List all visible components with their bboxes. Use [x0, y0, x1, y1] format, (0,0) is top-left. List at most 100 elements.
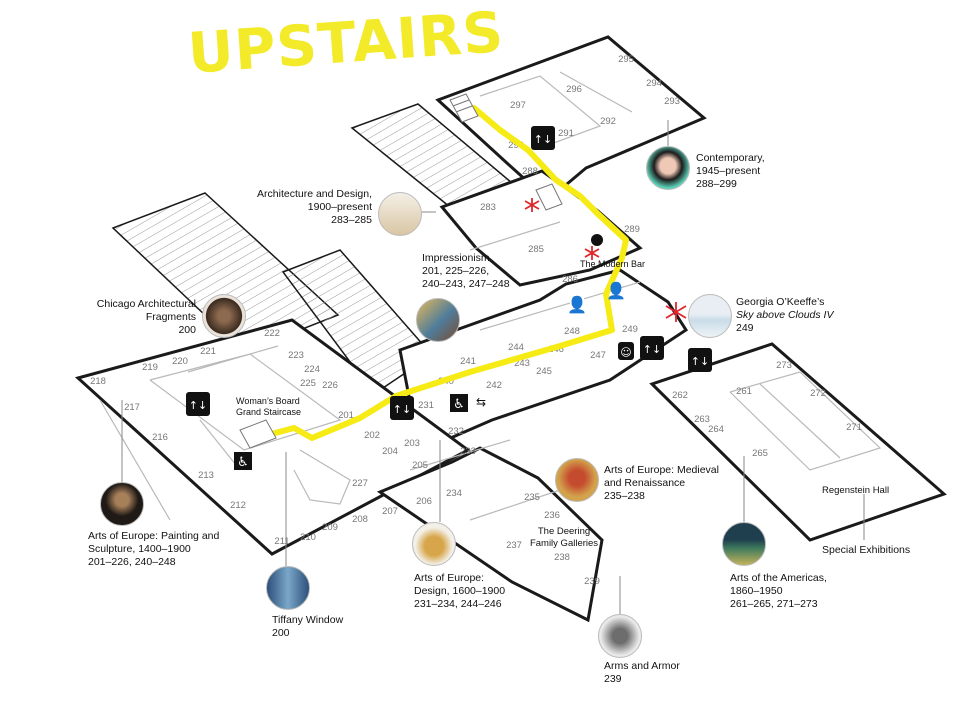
svg-text:↑↓: ↑↓: [189, 399, 207, 412]
room-number: 206: [416, 496, 432, 507]
architecture-chair-thumb[interactable]: [378, 192, 422, 236]
label-staircase: Woman’s Board Grand Staircase: [236, 396, 302, 417]
staircase-icon: [239, 93, 563, 449]
label-okeeffe: Georgia O’Keeffe’s Sky above Clouds IV 2…: [736, 296, 834, 334]
room-number: 213: [198, 470, 214, 481]
room-number: 264: [708, 424, 724, 435]
route-path: [261, 105, 629, 441]
svg-text:↑↓: ↑↓: [643, 343, 661, 356]
room-number: 232: [448, 426, 464, 437]
room-numbers: 2952942932962972922912902892882832852862…: [90, 54, 862, 587]
elevator-icon[interactable]: ↑↓: [688, 348, 712, 372]
painting-thumb[interactable]: [100, 482, 144, 526]
svg-text:♿: ♿: [237, 455, 249, 470]
room-number: 223: [288, 350, 304, 361]
room-number: 218: [90, 376, 106, 387]
room-number: 245: [536, 366, 552, 377]
label-contemporary: Contemporary, 1945–present 288–299: [696, 152, 765, 190]
room-number: 265: [752, 448, 768, 459]
room-number: 242: [486, 380, 502, 391]
room-number: 217: [124, 402, 140, 413]
room-number: 293: [664, 96, 680, 107]
room-number: 290: [508, 140, 524, 151]
label-deering: The Deering Family Galleries: [529, 526, 599, 549]
room-number: 297: [510, 100, 526, 111]
room-number: 211: [274, 536, 289, 547]
room-number: 227: [352, 478, 368, 489]
chicago-fragment-thumb[interactable]: [202, 294, 246, 338]
design-thumb[interactable]: [412, 522, 456, 566]
room-number: 204: [382, 446, 398, 457]
room-number: 296: [566, 84, 582, 95]
room-number: 225: [300, 378, 316, 389]
label-impressionism: Impressionism 201, 225–226, 240–243, 247…: [422, 252, 510, 290]
wheelchair-icon: ♿ ⇆: [450, 394, 486, 412]
svg-text:👤: 👤: [606, 281, 626, 300]
room-number: 203: [404, 438, 420, 449]
room-number: 236: [544, 510, 560, 521]
star-marker-icon: [524, 198, 687, 322]
room-number: 285: [528, 244, 544, 255]
label-special-exhibitions: Special Exhibitions: [822, 544, 911, 556]
label-modern-bar: The Modern Bar: [580, 259, 646, 269]
label-armor: Arms and Armor 239: [604, 660, 680, 685]
room-number: 243: [514, 358, 530, 369]
room-number: 294: [646, 78, 662, 89]
room-number: 283: [480, 202, 496, 213]
contemporary-thumb[interactable]: [646, 146, 690, 190]
room-number: 234: [446, 488, 462, 499]
svg-text:☺: ☺: [620, 346, 631, 359]
room-number: 224: [304, 364, 320, 375]
tiffany-thumb[interactable]: [266, 566, 310, 610]
family-restroom-icon: ☺: [618, 342, 634, 360]
room-number: 239: [584, 576, 600, 587]
room-number: 226: [322, 380, 338, 391]
svg-text:↑↓: ↑↓: [691, 355, 709, 368]
elevator-icon[interactable]: ↑↓: [531, 126, 555, 150]
medieval-thumb[interactable]: [555, 458, 599, 502]
room-number: 205: [412, 460, 428, 471]
room-number: 237: [506, 540, 522, 551]
elevator-icon[interactable]: ↑↓: [640, 336, 664, 360]
bar-icon: [591, 234, 603, 246]
room-number: 221: [200, 346, 216, 357]
svg-text:⇆: ⇆: [476, 395, 486, 409]
room-number: 286: [562, 274, 578, 285]
floor-americas-wing: [649, 342, 947, 542]
floor-contemporary: [435, 35, 707, 202]
room-number: 271: [846, 422, 862, 433]
room-number: 209: [322, 522, 338, 533]
svg-text:↑↓: ↑↓: [534, 133, 552, 146]
room-number: 292: [600, 116, 616, 127]
impressionism-thumb[interactable]: [416, 298, 460, 342]
room-number: 241: [460, 356, 476, 367]
room-number: 272: [810, 388, 826, 399]
room-number: 220: [172, 356, 188, 367]
wheelchair-icon: ♿: [234, 452, 252, 470]
label-tiffany: Tiffany Window 200: [272, 614, 344, 639]
room-number: 261: [736, 386, 752, 397]
label-painting: Arts of Europe: Painting and Sculpture, …: [88, 530, 220, 568]
room-number: 207: [382, 506, 398, 517]
label-chicago: Chicago Architectural Fragments 200: [96, 298, 196, 336]
elevator-icon[interactable]: ↑↓: [390, 396, 414, 420]
room-number: 231: [418, 400, 434, 411]
room-number: 235: [524, 492, 540, 503]
room-number: 202: [364, 430, 380, 441]
room-number: 262: [672, 390, 688, 401]
svg-text:♿: ♿: [453, 397, 465, 412]
room-number: 222: [264, 328, 280, 339]
label-americas: Arts of the Americas, 1860–1950 261–265,…: [730, 572, 827, 610]
elevator-icon[interactable]: ↑↓: [186, 392, 210, 416]
okeeffe-thumb[interactable]: [688, 294, 732, 338]
americas-thumb[interactable]: [722, 522, 766, 566]
armor-thumb[interactable]: [598, 614, 642, 658]
room-number: 219: [142, 362, 158, 373]
svg-text:👤: 👤: [567, 295, 587, 314]
room-number: 288: [522, 166, 538, 177]
room-number: 248: [564, 326, 580, 337]
room-number: 273: [776, 360, 792, 371]
svg-text:↑↓: ↑↓: [393, 403, 411, 416]
label-design: Arts of Europe: Design, 1600–1900 231–23…: [414, 572, 506, 610]
